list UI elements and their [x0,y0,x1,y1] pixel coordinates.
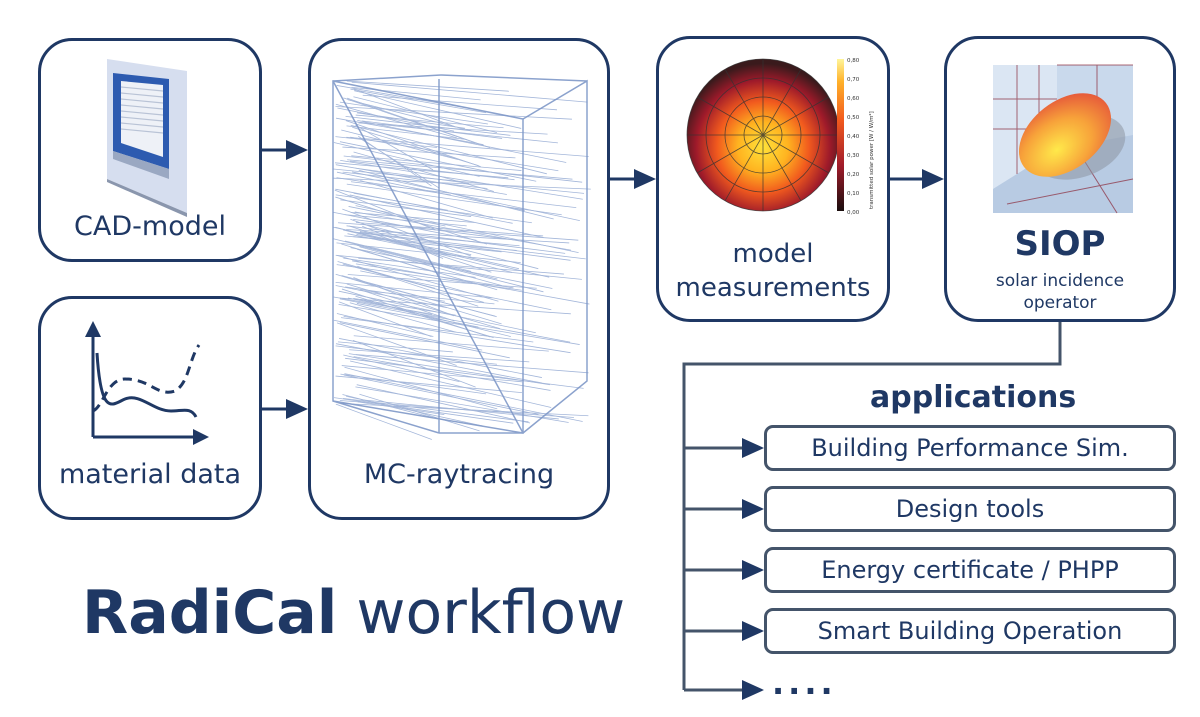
arrow-to-app-2 [742,499,764,519]
mc-raytracing-label: MC-raytracing [363,459,555,490]
applications-heading: applications [870,380,1077,415]
colorbar-tick: 0,70 [847,77,860,83]
application-tree-line [682,322,1062,690]
app-energy-certificate: Energy certificate / PHPP [764,547,1176,593]
arrow-to-app-3 [742,560,764,580]
colorbar-tick: 0,60 [847,96,860,102]
mc-raytracing-box: MC-raytracing [308,38,610,520]
colorbar-tick: 0,80 [847,58,860,64]
material-plot-icon [85,321,209,445]
colorbar-tick: 0,30 [847,153,860,159]
material-data-box: material data [38,296,262,520]
title-rest: workflow [356,578,626,648]
arrow-to-app-4 [742,621,764,641]
title-bold: RadiCal [82,578,338,648]
model-measurements-box: 0,80 0,70 0,60 0,50 0,40 0,30 0,20 0,10 … [656,36,890,322]
siop-sublabel-line2: operator [1023,293,1097,313]
colorbar-tick: 0,20 [847,172,860,178]
colorbar-label: transmitted solar power [W / W/m²] [868,111,875,209]
more-applications: .... [772,664,837,702]
siop-3d-visualization [993,64,1134,214]
arrow-to-more [742,680,764,700]
colorbar-tick: 0,50 [847,115,860,121]
siop-label: SIOP [1014,224,1106,264]
colorbar [837,59,844,211]
window-model-icon [107,59,187,217]
siop-sublabel-line1: solar incidence [995,271,1125,291]
app-building-performance-sim: Building Performance Sim. [764,425,1176,471]
colorbar-tick: 0,00 [847,210,860,216]
app-smart-building-operation: Smart Building Operation [764,608,1176,654]
workflow-title: RadiCal workflow [82,578,625,648]
measurements-label-line1: model [732,239,814,269]
material-data-label: material data [58,459,242,490]
siop-box: SIOP solar incidence operator [944,36,1176,322]
cad-model-box: CAD-model [38,38,262,262]
app-design-tools: Design tools [764,486,1176,532]
raytracing-visualization [332,74,591,440]
polar-heatmap: 0,80 0,70 0,60 0,50 0,40 0,30 0,20 0,10 … [686,58,875,216]
measurements-label-line2: measurements [675,273,871,303]
colorbar-tick: 0,10 [847,191,860,197]
arrow-to-app-1 [742,438,764,458]
colorbar-tick: 0,40 [847,134,860,140]
cad-model-label: CAD-model [74,211,226,242]
